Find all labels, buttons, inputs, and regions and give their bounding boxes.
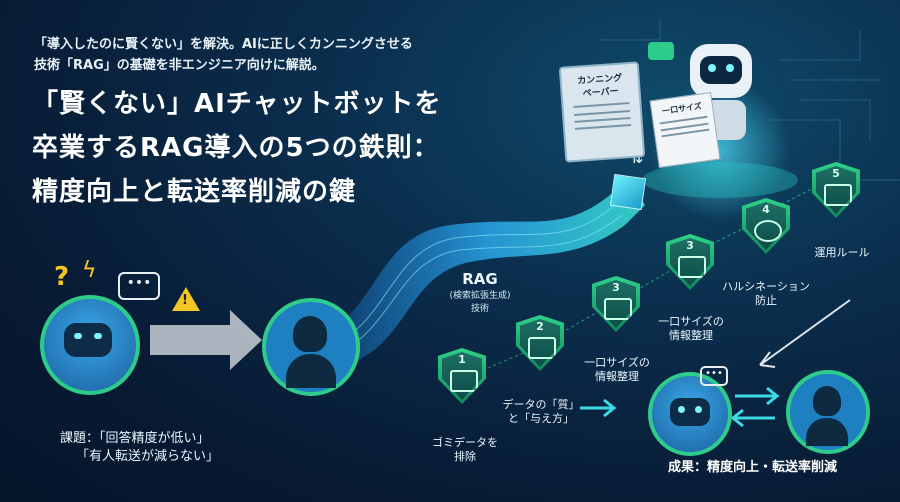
question-icon: ? bbox=[54, 262, 70, 292]
trash-icon bbox=[450, 370, 478, 392]
step-2-shield: 2 bbox=[516, 315, 564, 371]
step-1-label-line-1: ゴミデータを bbox=[432, 436, 498, 449]
rag-label: RAG (検索拡張生成) 技術 bbox=[440, 270, 520, 314]
chat-bubble-top-icon bbox=[648, 42, 674, 60]
result-chat-bubble-icon: ••• bbox=[700, 366, 728, 386]
step-5-label-line-1: 運用ルール bbox=[814, 246, 870, 259]
title-line-3: 精度向上と転送率削減の鍵 bbox=[32, 177, 357, 207]
step-4-number: 4 bbox=[762, 203, 770, 216]
result-label: 成果：精度向上・転送率削減 bbox=[668, 460, 838, 475]
step-2-label-line-1: データの「質」 bbox=[502, 398, 580, 411]
cheat-sheet: カンニング ペーパー bbox=[558, 61, 646, 163]
circuit-lines bbox=[600, 20, 900, 181]
step-2-label: データの「質」 と「与え方」 bbox=[496, 398, 586, 426]
subtitle: 「導入したのに賢くない」を解決。AIに正しくカンニングさせる 技術「RAG」の基… bbox=[34, 34, 413, 76]
grid-icon bbox=[604, 298, 632, 320]
reading-robot bbox=[690, 44, 752, 98]
brain-icon bbox=[754, 220, 782, 242]
step-3a-label-line-2: 情報整理 bbox=[595, 370, 639, 383]
step-3b-label: 一口サイズの 情報整理 bbox=[646, 315, 736, 343]
step-4-label-line-1: ハルシネーション bbox=[722, 280, 810, 293]
chat-bubble-icon: ••• bbox=[118, 272, 160, 300]
step-2-label-line-2: と「与え方」 bbox=[508, 412, 574, 425]
blocks-icon bbox=[678, 256, 706, 278]
problem-robot bbox=[40, 295, 140, 395]
warning-icon-mark: ! bbox=[182, 293, 188, 308]
problem-label: 課題：「回答精度が低い」 「有人転送が減らない」 bbox=[60, 430, 219, 466]
title-line-2: 卒業するRAG導入の5つの鉄則： bbox=[32, 133, 440, 163]
data-cube-icon bbox=[609, 173, 647, 211]
step-3a-number: 3 bbox=[612, 281, 620, 294]
step-1-number: 1 bbox=[458, 353, 466, 366]
operator-avatar bbox=[262, 298, 360, 396]
subtitle-line-2: 技術「RAG」の基礎を非エンジニア向けに解説。 bbox=[34, 58, 325, 73]
step-3a-label-line-1: 一口サイズの bbox=[584, 356, 650, 369]
rule-to-result-arrow bbox=[759, 299, 851, 368]
result-robot-avatar bbox=[648, 372, 732, 456]
problem-arrow bbox=[150, 310, 262, 370]
robot-document: 一口サイズ bbox=[649, 92, 721, 168]
rag-bridge bbox=[330, 180, 645, 365]
rag-subtitle-2: 技術 bbox=[470, 304, 489, 314]
subtitle-line-1: 「導入したのに賢くない」を解決。AIに正しくカンニングさせる bbox=[34, 37, 413, 52]
step-1-label-line-2: 排除 bbox=[454, 450, 476, 463]
step-3b-label-line-1: 一口サイズの bbox=[658, 315, 724, 328]
step-2-number: 2 bbox=[536, 320, 544, 333]
rag-subtitle: (検索拡張生成) bbox=[449, 291, 511, 301]
step-1-label: ゴミデータを 排除 bbox=[420, 436, 510, 464]
title-line-1: 「賢くない」AIチャットボットを bbox=[32, 89, 442, 119]
step-4-label: ハルシネーション 防止 bbox=[716, 280, 816, 308]
step-3b-number: 3 bbox=[686, 239, 694, 252]
problem-robot-avatar bbox=[40, 295, 140, 395]
doc-gear-icon bbox=[824, 184, 852, 206]
step-to-result-arrow bbox=[580, 398, 617, 418]
result-arrow-right bbox=[735, 386, 780, 406]
problem-label-line-2: 「有人転送が減らない」 bbox=[76, 449, 220, 464]
cube-icon bbox=[528, 337, 556, 359]
rag-title: RAG bbox=[462, 270, 498, 288]
result-operator-avatar bbox=[786, 370, 870, 454]
lightning-icon: ϟ bbox=[82, 258, 97, 283]
step-3a-label: 一口サイズの 情報整理 bbox=[572, 356, 662, 384]
step-4-label-line-2: 防止 bbox=[755, 294, 777, 307]
step-3b-label-line-2: 情報整理 bbox=[669, 329, 713, 342]
result-arrow-left bbox=[730, 408, 775, 428]
step-5-number: 5 bbox=[832, 167, 840, 180]
warning-icon bbox=[172, 287, 200, 311]
robot-platform bbox=[642, 162, 798, 198]
page-title: 「賢くない」AIチャットボットを 卒業するRAG導入の5つの鉄則： 精度向上と転… bbox=[32, 82, 442, 214]
step-5-label: 運用ルール bbox=[802, 246, 882, 260]
problem-label-line-1: 課題：「回答精度が低い」 bbox=[60, 431, 210, 446]
